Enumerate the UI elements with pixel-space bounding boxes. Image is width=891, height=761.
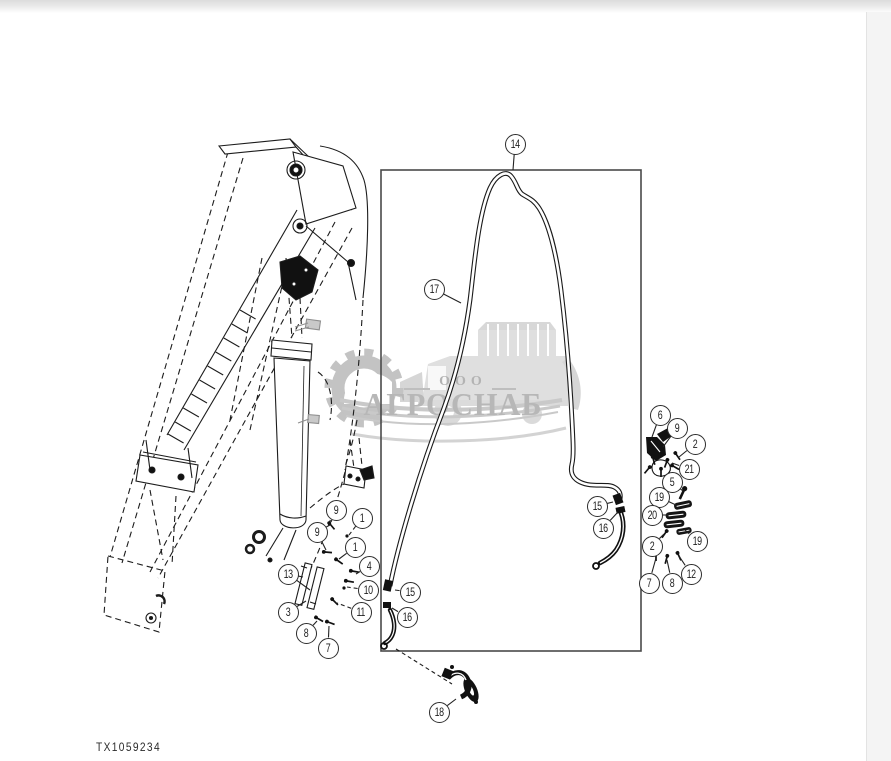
leader-line-9 <box>321 541 327 551</box>
leader-line-3 <box>296 600 307 607</box>
leader-line-4 <box>355 571 361 575</box>
leader-line-19 <box>668 500 677 506</box>
hose-assembly-14 <box>382 171 626 608</box>
machine-line-art <box>103 138 375 633</box>
leader-line-16 <box>391 607 399 613</box>
drawing-number-label: TX1059234 <box>96 740 161 754</box>
right-scroll-gutter <box>866 12 891 761</box>
leader-line-1 <box>338 552 347 560</box>
leader-line-9 <box>330 519 333 523</box>
adapter-nut-right <box>615 506 626 514</box>
hose-end-fitting-left <box>382 579 393 592</box>
watermark-company-name: АГРОСНАБ <box>363 386 543 422</box>
flanged-elbow-fitting-18 <box>441 665 479 704</box>
leader-line-11 <box>336 602 352 609</box>
leader-line-16 <box>609 511 619 521</box>
gear-icon <box>324 348 404 428</box>
leader-line-10 <box>346 586 358 590</box>
leader-line-8 <box>666 559 671 573</box>
adapter-nut-left <box>383 602 391 608</box>
leader-line-5 <box>679 488 684 492</box>
leader-line-15 <box>607 501 614 504</box>
leader-line-7 <box>651 557 657 574</box>
leader-line-12 <box>678 555 686 566</box>
leader-line-13 <box>298 575 304 578</box>
leader-line-17 <box>443 293 462 304</box>
leader-line-9 <box>662 436 672 448</box>
leader-line-15 <box>394 589 400 592</box>
leader-line-6 <box>651 424 657 438</box>
watermark-graphic <box>324 322 581 443</box>
parts-detail-box <box>380 169 642 652</box>
leader-line-2 <box>659 533 665 539</box>
leader-line-18 <box>447 698 457 707</box>
leader-line-1 <box>348 526 357 536</box>
harvester-icon <box>400 322 581 426</box>
swoosh-ribbon <box>339 398 563 426</box>
leader-line-13 <box>296 579 311 591</box>
hose-end-fitting-right <box>612 492 624 506</box>
top-strip <box>0 0 891 13</box>
elbow-hose-right <box>592 510 626 570</box>
leader-line-2 <box>678 450 688 458</box>
elbow-hose-left <box>380 607 397 650</box>
leader-line-19 <box>684 529 690 535</box>
hardware-cluster-left <box>294 519 361 628</box>
leader-line-14 <box>512 154 515 171</box>
underline-swoosh <box>351 426 567 443</box>
leader-line-21 <box>671 462 680 467</box>
leader-line-7 <box>327 625 330 638</box>
clamp-plates-13 <box>294 562 325 611</box>
leader-line-8 <box>312 620 318 626</box>
leader-line-9 <box>325 524 331 528</box>
watermark-logo: ООО АГРОСНАБ <box>300 312 600 462</box>
